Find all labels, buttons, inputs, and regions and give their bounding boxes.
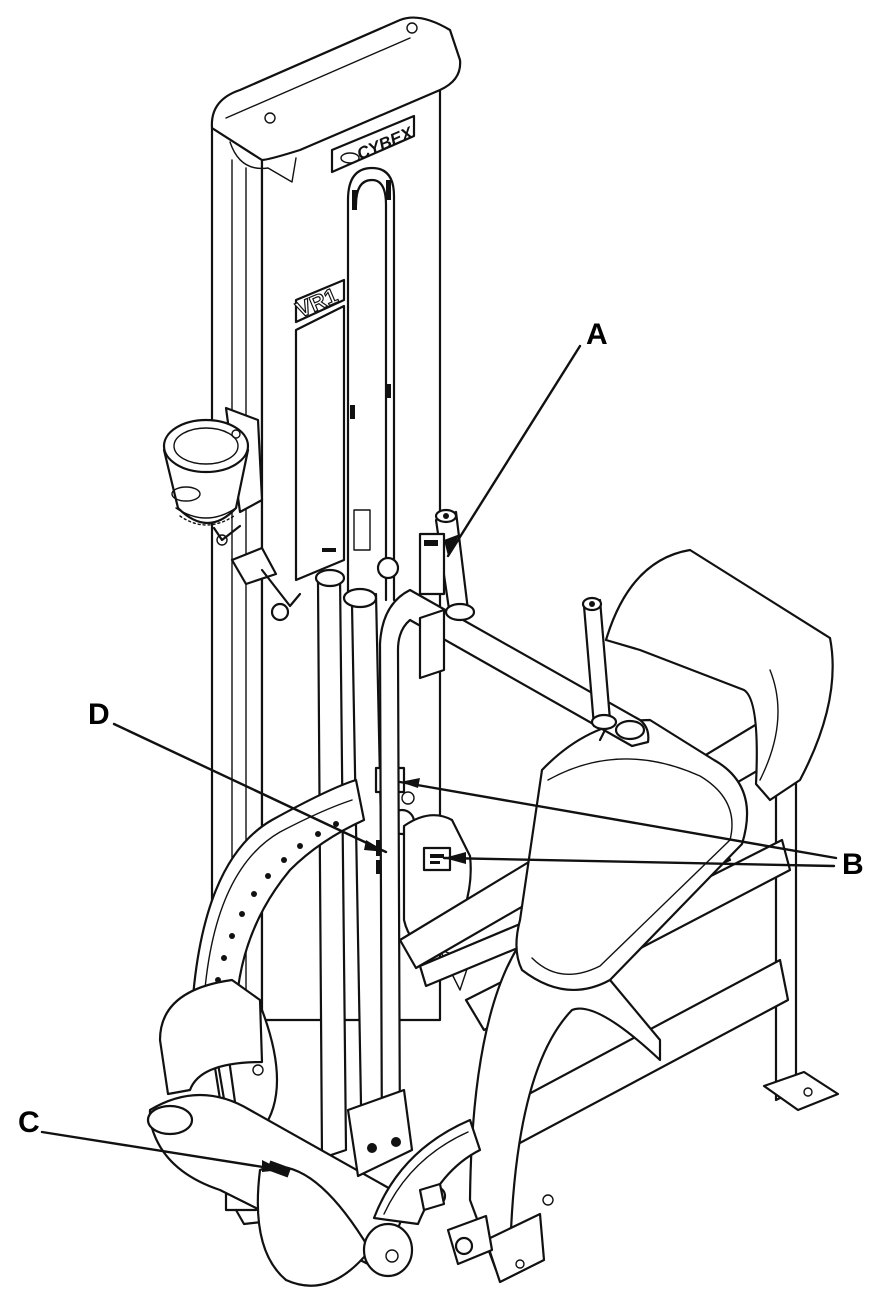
- callout-b: B: [842, 848, 864, 881]
- callout-d: D: [88, 698, 110, 731]
- callout-leaders: [40, 344, 838, 1172]
- shin-roller: [146, 1094, 414, 1287]
- leader-b-lower: [442, 856, 836, 868]
- leader-c: [40, 1130, 284, 1172]
- callout-labels: A B C D: [18, 318, 864, 1139]
- callout-a: A: [586, 318, 608, 351]
- rom-plate: [346, 1088, 494, 1266]
- arm-holes: [215, 821, 339, 983]
- back-pad: [515, 548, 834, 991]
- leader-b-upper: [398, 780, 838, 860]
- callout-c: C: [18, 1106, 40, 1139]
- leader-a: [446, 344, 582, 558]
- cup-holder: [162, 406, 264, 546]
- leader-d: [112, 722, 388, 854]
- handles: [378, 508, 650, 1160]
